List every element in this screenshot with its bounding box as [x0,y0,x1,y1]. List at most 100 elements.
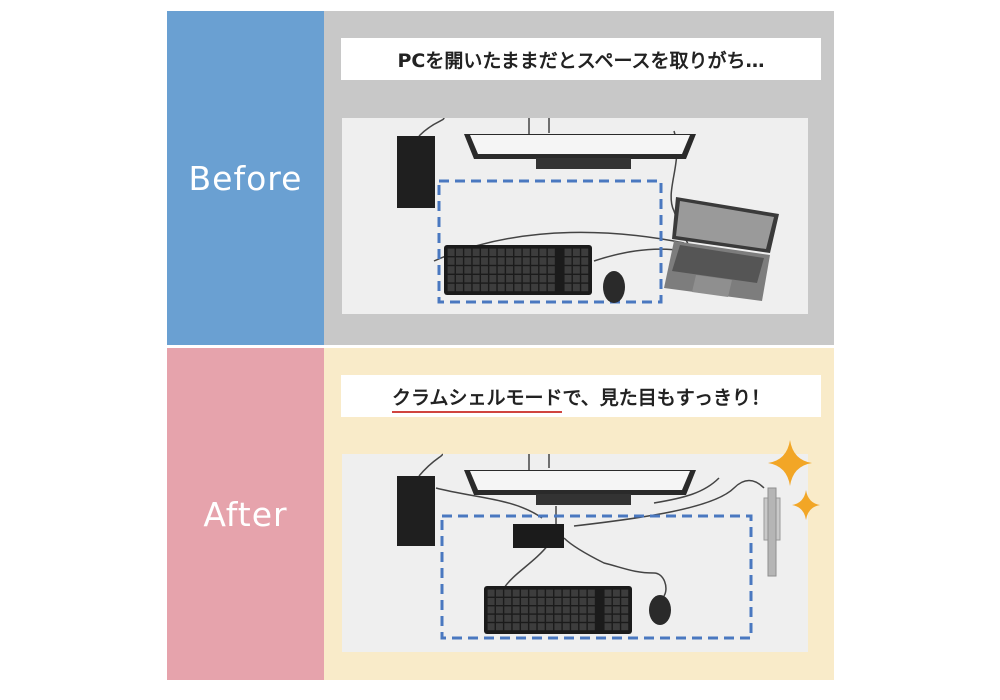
keyboard-key [521,606,528,614]
keyboard-key [506,283,514,292]
keyboard-key [579,614,587,622]
keyboard-key [547,248,555,256]
keyboard-key [531,275,539,283]
keyboard-key [564,248,572,256]
keyboard-key [604,614,612,622]
cable [653,477,720,504]
keyboard-key [487,598,495,605]
usb-hub [513,524,564,548]
space-frame [437,179,663,304]
keyboard-key [612,614,620,622]
keyboard-key [546,623,554,631]
keyboard-key [539,257,547,265]
keyboard-key [497,283,505,292]
keyboard-key [529,606,537,614]
keyboard-key [546,614,554,622]
keyboard-key [455,266,463,274]
after-caption-emphasis: クラムシェルモード [392,383,563,413]
keyboard-key [554,606,562,614]
keyboard-key [506,275,514,283]
keyboard-key [587,589,595,597]
keyboard-key [481,257,488,265]
keyboard-key [497,257,505,265]
before-label: Before [188,158,303,198]
keyboard-key [571,598,579,605]
keyboard-key [562,623,570,631]
keyboard-key [522,283,530,292]
keyboard-key [621,606,629,614]
keyboard-key [579,606,587,614]
keyboard-key [529,598,537,605]
keyboard-key [547,275,555,283]
keyboard-key [571,614,579,622]
before-desk-illustration [342,117,808,314]
after-caption: クラムシェルモードで、見た目もすっきり！ [341,375,821,417]
keyboard-key [472,248,480,256]
keyboard-key [497,266,505,274]
keyboard-key [564,275,572,283]
keyboard-key [539,283,547,292]
keyboard-key [579,598,587,605]
keyboard-key [447,283,455,292]
keyboard-key [464,257,472,265]
keyboard-key [572,257,580,265]
desktop-tower [397,136,435,208]
before-label-area: Before [167,11,324,345]
after-label-area: After [167,348,324,680]
keyboard-key [514,275,522,283]
keyboard-key [506,266,514,274]
keyboard-key [512,598,520,605]
keyboard-key [554,623,562,631]
keyboard-key [455,275,463,283]
keyboard-key [572,266,580,274]
keyboard-key [581,275,589,283]
keyboard-key [612,598,620,605]
keyboard-key [547,257,555,265]
keyboard-key [571,589,579,597]
after-panel: After クラムシェルモードで、見た目もすっきり！ [167,348,834,680]
keyboard-key [529,623,537,631]
keyboard-key [546,598,554,605]
keyboard-key [537,589,545,597]
keyboard-key [506,248,514,256]
keyboard-key [447,275,455,283]
before-panel: Before PCを開いたままだとスペースを取りがち… [167,11,834,345]
keyboard-key [487,614,495,622]
keyboard-key [581,283,589,292]
keyboard-key [447,248,455,256]
keyboard-key [564,266,572,274]
keyboard-key [489,257,497,265]
laptop-open [664,197,779,301]
keyboard-key [481,266,488,274]
keyboard-key [621,614,629,622]
cable [503,543,550,589]
keyboard-key [587,614,595,622]
keyboard-key [546,589,554,597]
mouse [649,595,671,625]
keyboard-key [581,248,589,256]
keyboard-key [487,623,495,631]
cable [418,117,445,137]
keyboard-key [481,283,488,292]
keyboard-key [504,614,512,622]
keyboard-key [562,614,570,622]
laptop-stand-closed [763,487,781,577]
keyboard-key [554,598,562,605]
cable [573,479,765,527]
keyboard-key [562,598,570,605]
keyboard-key [571,623,579,631]
keyboard-key [612,623,620,631]
keyboard-key [512,614,520,622]
keyboard-key [489,275,497,283]
before-caption: PCを開いたままだとスペースを取りがち… [341,38,821,80]
keyboard-key [581,266,589,274]
keyboard-key [604,606,612,614]
keyboard-key [531,283,539,292]
keyboard-key [481,275,488,283]
keyboard-key [495,598,503,605]
keyboard-key [529,589,537,597]
keyboard-key [571,606,579,614]
keyboard-key [521,598,528,605]
keyboard-key [581,257,589,265]
keyboard-key [495,606,503,614]
